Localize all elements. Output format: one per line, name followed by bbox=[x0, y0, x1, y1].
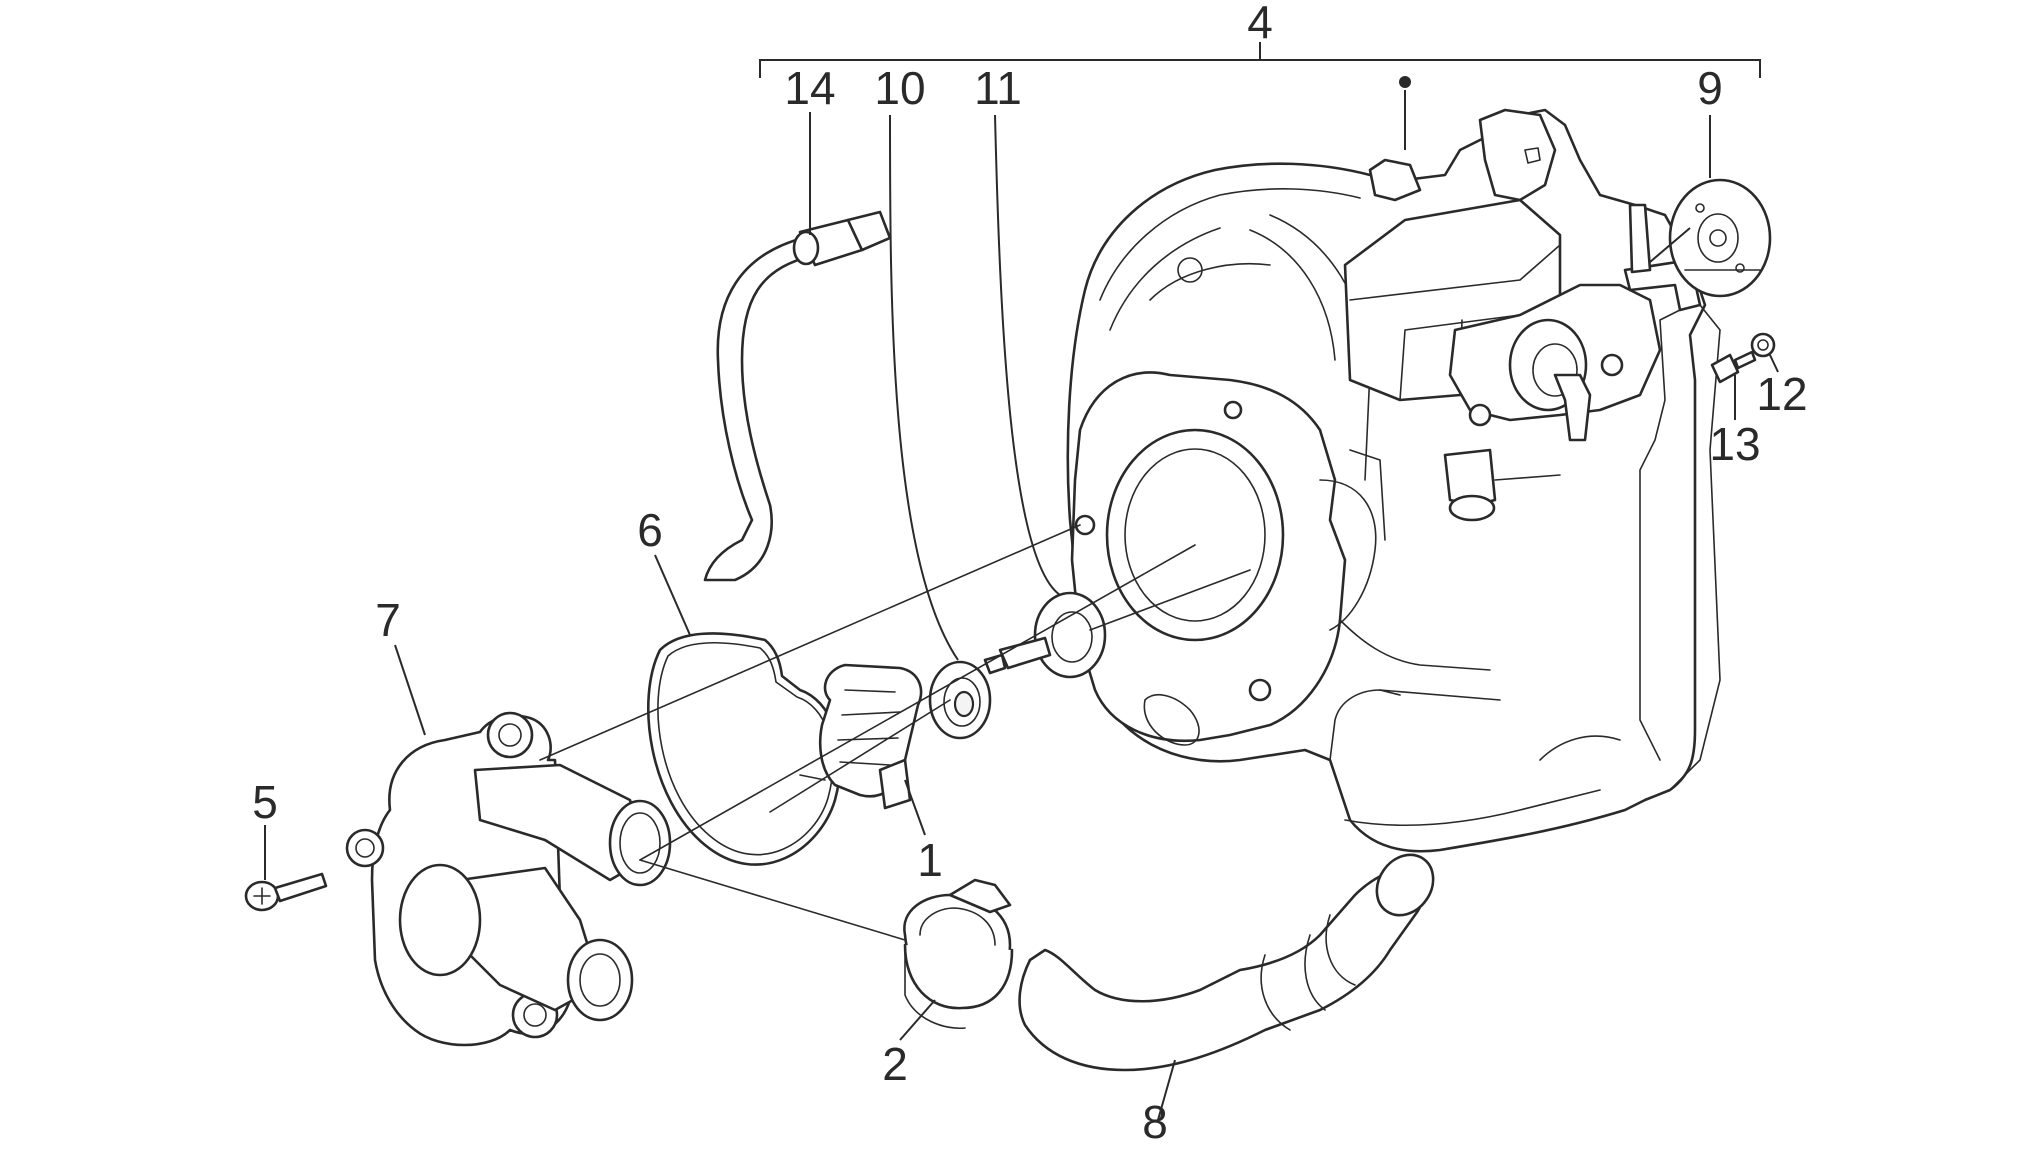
callouts: 4 14 10 11 9 12 13 6 7 5 1 2 8 bbox=[252, 0, 1807, 1148]
leader-11 bbox=[994, 114, 1061, 596]
leader-10 bbox=[889, 114, 959, 661]
small-hose bbox=[703, 210, 892, 582]
bolt bbox=[244, 872, 328, 912]
callout-1: 1 bbox=[917, 834, 943, 886]
o-ring bbox=[646, 632, 842, 866]
leader-1 bbox=[904, 779, 926, 836]
leader-7 bbox=[394, 644, 426, 736]
callout-10: 10 bbox=[874, 62, 925, 114]
callout-4: 4 bbox=[1247, 0, 1273, 48]
large-hose bbox=[1018, 853, 1435, 1072]
small-washer bbox=[1750, 332, 1776, 358]
callout-2: 2 bbox=[882, 1038, 908, 1090]
callout-11: 11 bbox=[974, 62, 1022, 114]
small-screw bbox=[1710, 350, 1757, 384]
callout-6: 6 bbox=[637, 504, 663, 556]
callout-8: 8 bbox=[1142, 1096, 1168, 1148]
impeller bbox=[799, 663, 923, 810]
round-flange bbox=[1649, 178, 1772, 298]
leader-8 bbox=[1157, 1059, 1176, 1121]
callout-14: 14 bbox=[784, 62, 835, 114]
callout-9: 9 bbox=[1697, 62, 1723, 114]
main-housing bbox=[1066, 76, 1721, 853]
leader-6 bbox=[654, 554, 691, 636]
callout-13: 13 bbox=[1709, 418, 1760, 470]
leader-lines bbox=[264, 42, 1779, 1121]
callout-12: 12 bbox=[1756, 368, 1807, 420]
seal bbox=[928, 660, 992, 740]
leader-2 bbox=[899, 999, 936, 1041]
callout-7: 7 bbox=[375, 594, 401, 646]
hose-clamp bbox=[903, 878, 1014, 1030]
callout-5: 5 bbox=[252, 776, 278, 828]
leader-12 bbox=[1769, 354, 1779, 373]
pump-cover bbox=[345, 711, 672, 1047]
